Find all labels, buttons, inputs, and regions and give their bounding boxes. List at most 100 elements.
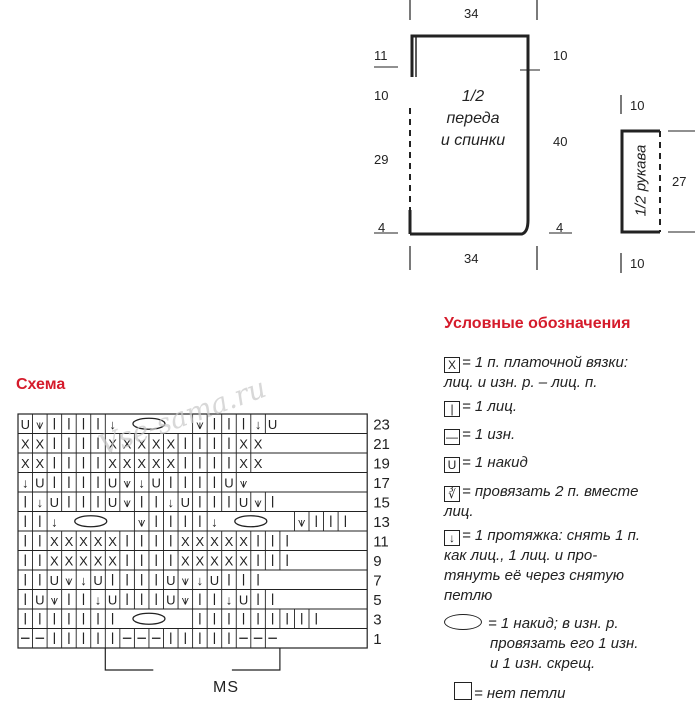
body-bottom-width: 34	[464, 251, 479, 266]
legend-text: как лиц., 1 лиц. и про-	[444, 547, 598, 564]
oval-stitch	[132, 612, 166, 625]
stitch-symbol: X	[123, 456, 132, 471]
oval-stitch	[132, 417, 166, 430]
sleeve-piece-label: 1/2 рукава	[632, 144, 650, 217]
k2tog-symbol-icon: ∛	[444, 486, 460, 502]
row-number: 15	[373, 495, 390, 512]
stitch-symbol: ⩛	[65, 573, 73, 588]
stitch-symbol: ⩛	[123, 475, 131, 490]
stitch-symbol: X	[225, 534, 234, 549]
legend-text: лиц.	[444, 503, 474, 520]
stitch-symbol: X	[65, 534, 74, 549]
stitch-symbol: ⩛	[298, 514, 306, 529]
legend-text: = провязать 2 п. вместе	[462, 483, 639, 500]
stitch-symbol: X	[79, 534, 88, 549]
stitch-symbol: X	[239, 456, 248, 471]
skpo-symbol-icon: ↓	[444, 530, 460, 546]
body-left-dim-2: 10	[374, 88, 389, 103]
sleeve-length: 27	[672, 174, 687, 189]
stitch-symbol: ↓	[211, 514, 218, 529]
legend-text: и 1 изн. скрещ.	[490, 655, 596, 672]
stitch-symbol: U	[239, 592, 248, 607]
sleeve-top-width: 10	[630, 98, 645, 113]
stitch-symbol: X	[239, 436, 248, 451]
stitch-symbol: U	[210, 573, 219, 588]
stitch-symbol: X	[210, 534, 219, 549]
oval-symbol-icon	[444, 614, 482, 630]
oval-stitch	[74, 515, 108, 528]
empty-symbol-icon	[454, 682, 472, 700]
body-label-line-2: переда	[446, 110, 500, 127]
body-label-line-3: и спинки	[440, 132, 506, 149]
body-left-dim-4: 4	[378, 220, 386, 235]
row-number: 1	[373, 631, 381, 648]
stitch-symbol: X	[181, 534, 190, 549]
stitch-symbol: X	[196, 534, 205, 549]
legend-text: тянуть её через снятую	[444, 567, 624, 584]
body-label-line-1: 1/2	[461, 88, 485, 105]
stitch-symbol: ⩛	[36, 417, 44, 432]
stitch-symbol: U	[93, 573, 102, 588]
pattern-schematic	[374, 0, 695, 273]
legend-item-yarn-over: U= 1 накид	[444, 453, 528, 473]
stitch-symbol: X	[65, 553, 74, 568]
legend-item-purl: —= 1 изн.	[444, 425, 515, 445]
stitch-symbol: U	[21, 417, 30, 432]
body-right-dim-3: 4	[556, 220, 564, 235]
row-number: 7	[373, 573, 381, 590]
stitch-symbol: U	[268, 417, 277, 432]
chart-title: Схема	[16, 376, 66, 393]
sleeve-bottom-width: 10	[630, 256, 645, 271]
legend-item-double-yo: = 1 накид; в изн. р. провязать его 1 изн…	[444, 614, 638, 674]
legend-item-no-stitch: = нет петли	[454, 682, 565, 704]
legend-text: = 1 накид; в изн. р.	[488, 615, 619, 632]
legend-title: Условные обозначения	[444, 315, 631, 332]
stitch-symbol: ↓	[197, 573, 204, 588]
stitch-symbol: X	[35, 436, 44, 451]
stitch-symbol: X	[254, 436, 263, 451]
stitch-symbol: ↓	[80, 573, 87, 588]
stitch-symbol: U	[35, 475, 44, 490]
body-piece-label: 1/2 переда и спинки	[420, 86, 526, 152]
row-number: 3	[373, 612, 381, 629]
body-right-dim-1: 10	[553, 48, 568, 63]
legend-text: = 1 протяжка: снять 1 п.	[462, 527, 641, 544]
stitch-symbol: ↓	[109, 417, 116, 432]
stitch-symbol: ↓	[95, 592, 102, 607]
stitch-symbol: U	[224, 475, 233, 490]
legend-text: = 1 лиц.	[462, 398, 517, 415]
stitch-symbol: U	[166, 573, 175, 588]
stitch-symbol: X	[225, 553, 234, 568]
legend-text: = 1 п. платочной вязки:	[462, 354, 629, 371]
row-number: 11	[373, 534, 389, 551]
stitch-symbol: U	[50, 573, 59, 588]
stitch-symbol: U	[108, 475, 117, 490]
stitch-symbol: X	[35, 456, 44, 471]
stitch-symbol: ⩛	[254, 495, 262, 510]
stitch-symbol: X	[210, 553, 219, 568]
stitch-symbol: U	[50, 495, 59, 510]
stitch-symbol: ↓	[22, 475, 29, 490]
stitch-symbol: ↓	[168, 495, 175, 510]
stitch-symbol: ↓	[226, 592, 233, 607]
stitch-symbol: X	[94, 534, 103, 549]
stitch-symbol: ↓	[37, 495, 44, 510]
legend-item-knit: |= 1 лиц.	[444, 397, 517, 417]
stitch-symbol: X	[166, 436, 175, 451]
legend-text: лиц. и изн. р. – лиц. п.	[444, 374, 598, 391]
stitch-symbol: U	[239, 495, 248, 510]
stitch-symbol: X	[21, 436, 30, 451]
stitch-symbol: X	[239, 534, 248, 549]
stitch-symbol: X	[79, 553, 88, 568]
stitch-symbol: ⩛	[196, 417, 204, 432]
stitch-symbol: ⩛	[182, 592, 190, 607]
row-number: 13	[373, 514, 390, 531]
row-number: 9	[373, 553, 381, 570]
oval-stitch	[234, 515, 268, 528]
row-number: 17	[373, 475, 390, 492]
stitch-symbol: ⩛	[123, 495, 131, 510]
repeat-bracket	[104, 648, 281, 671]
knit-symbol-icon: |	[444, 401, 460, 417]
stitch-symbol: X	[108, 534, 117, 549]
